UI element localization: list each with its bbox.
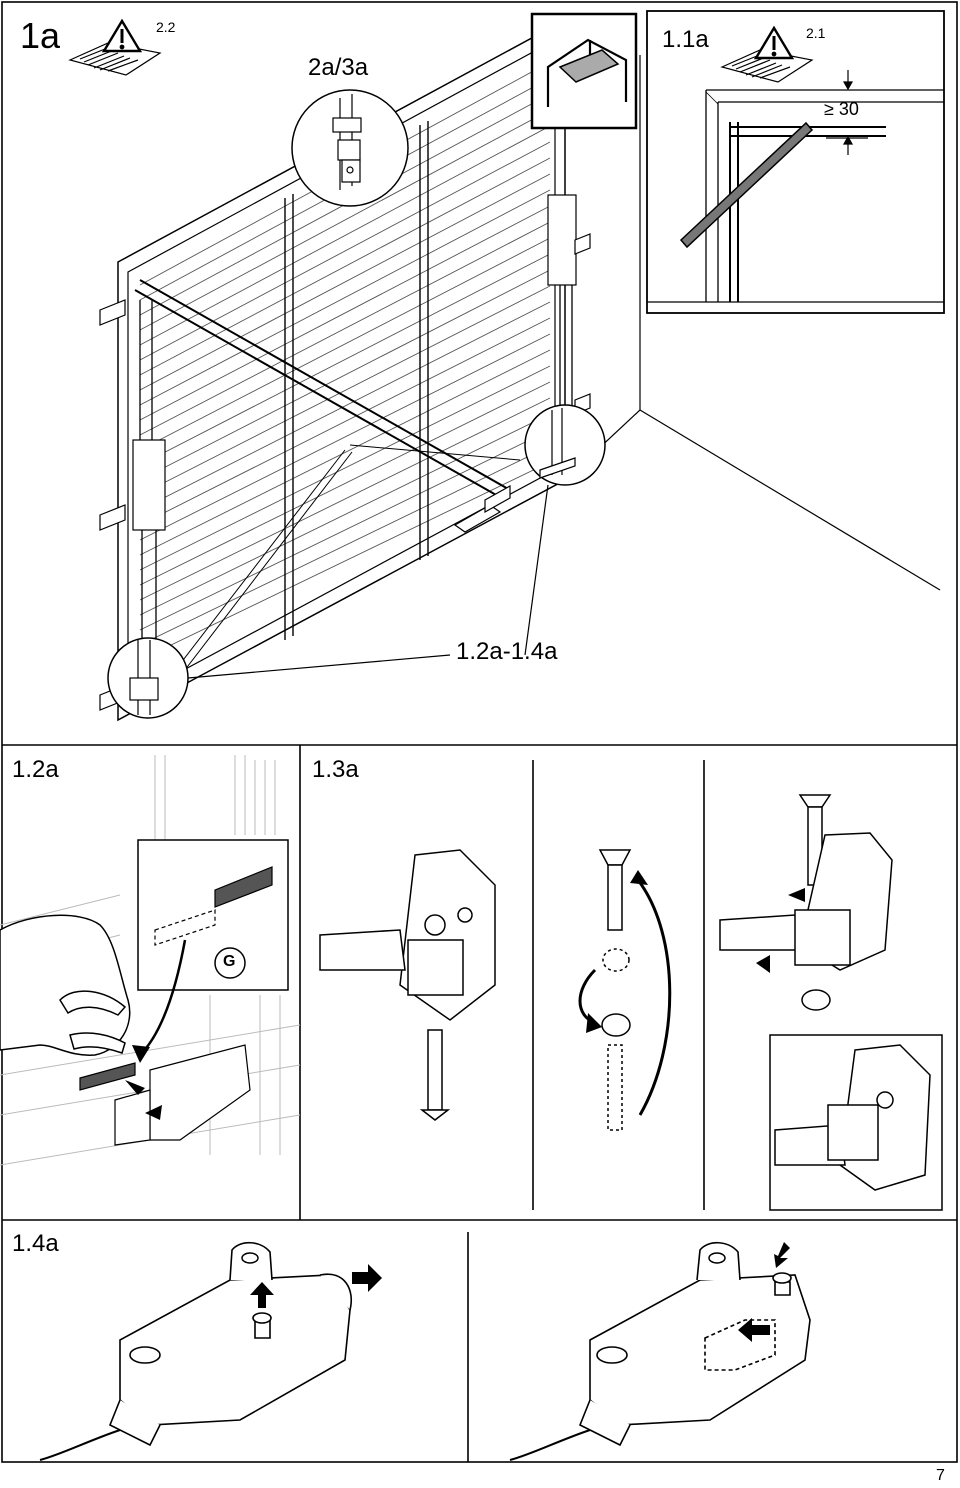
detail-label-12a-14a: 1.2a-1.4a <box>456 638 558 665</box>
garage-door-drawing <box>99 18 941 722</box>
warning-ref-22: 2.2 <box>156 19 176 35</box>
detail-label-2a-3a: 2a/3a <box>308 54 369 81</box>
panel-label-12a: 1.2a <box>12 756 59 783</box>
door-frame-icon <box>530 12 638 130</box>
panel-12a-drawing <box>0 755 301 1166</box>
panel-label-14a: 1.4a <box>12 1230 59 1257</box>
panel-label-11a: 1.1a <box>662 26 709 53</box>
panel-13a-drawing <box>319 794 943 1211</box>
panel-label-1a: 1a <box>20 15 61 56</box>
panel-label-13a: 1.3a <box>312 756 359 783</box>
warning-ref-21: 2.1 <box>806 25 826 41</box>
warning-book-icon <box>68 18 162 76</box>
clearance-value: ≥ 30 <box>824 99 859 119</box>
page-number: 7 <box>936 1467 945 1484</box>
panel-14a-drawing <box>39 1241 811 1461</box>
marker-g: G <box>223 953 236 970</box>
warning-book-icon <box>720 25 814 83</box>
